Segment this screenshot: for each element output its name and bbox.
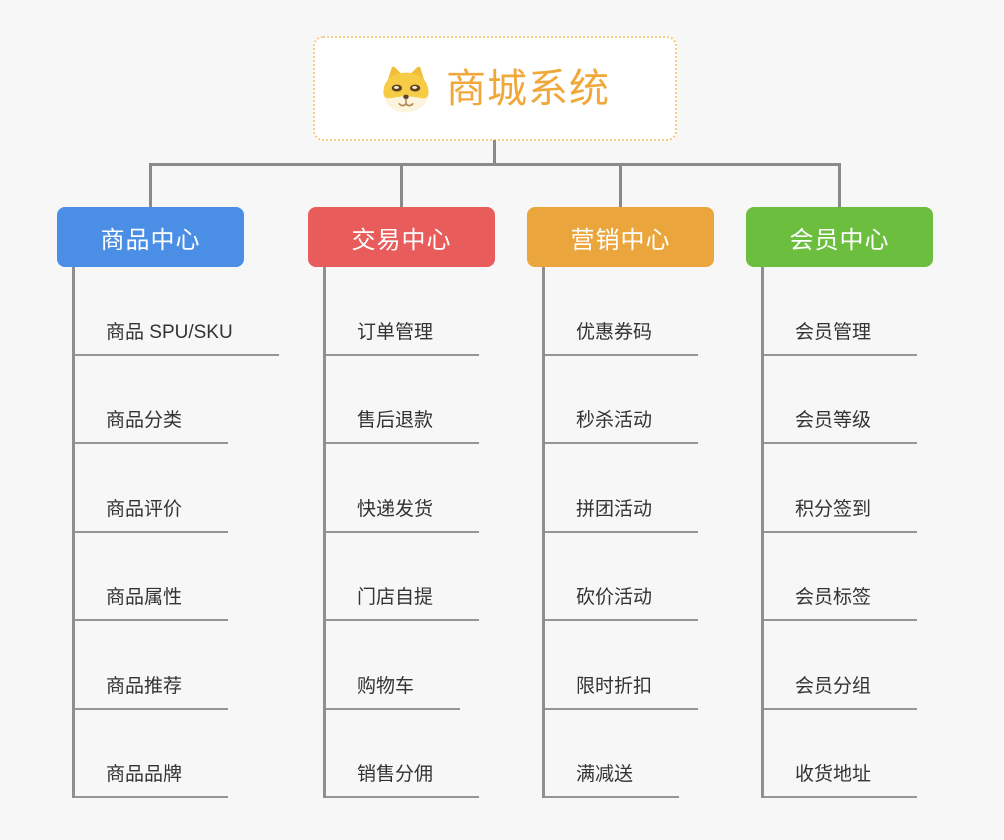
leaf-node[interactable]: 满减送: [545, 764, 680, 798]
branch-trade-center: 交易中心 订单管理 售后退款 快递发货 门店自提 购物车 销售分佣: [308, 207, 495, 798]
leaf-row: 销售分佣: [326, 710, 480, 798]
branch-children: 会员管理 会员等级 积分签到 会员标签 会员分组 收货地址: [761, 267, 918, 798]
leaf-node[interactable]: 商品评价: [75, 499, 229, 533]
leaf-node[interactable]: 积分签到: [764, 499, 918, 533]
leaf-node[interactable]: 优惠券码: [545, 322, 699, 356]
leaf-row: 拼团活动: [545, 444, 699, 533]
branch-product-center: 商品中心 商品 SPU/SKU 商品分类 商品评价 商品属性 商品推荐 商品品牌: [57, 207, 279, 798]
leaf-node[interactable]: 商品 SPU/SKU: [75, 322, 279, 356]
root-node[interactable]: 商城系统: [313, 36, 677, 141]
branch-children: 优惠券码 秒杀活动 拼团活动 砍价活动 限时折扣 满减送: [542, 267, 699, 798]
connector-root-stub: [493, 140, 496, 164]
leaf-row: 商品分类: [75, 356, 279, 444]
leaf-row: 优惠券码: [545, 267, 699, 356]
leaf-node[interactable]: 会员等级: [764, 410, 918, 444]
leaf-node[interactable]: 商品品牌: [75, 764, 229, 798]
leaf-row: 商品品牌: [75, 710, 279, 798]
leaf-row: 快递发货: [326, 444, 480, 533]
leaf-row: 秒杀活动: [545, 356, 699, 444]
leaf-row: 商品属性: [75, 533, 279, 621]
leaf-node[interactable]: 秒杀活动: [545, 410, 699, 444]
connector-drop-4: [838, 165, 841, 207]
connector-drop-1: [149, 165, 152, 207]
leaf-row: 售后退款: [326, 356, 480, 444]
leaf-node[interactable]: 快递发货: [326, 499, 480, 533]
leaf-row: 会员管理: [764, 267, 918, 356]
branch-marketing-center: 营销中心 优惠券码 秒杀活动 拼团活动 砍价活动 限时折扣 满减送: [527, 207, 714, 798]
branch-children: 订单管理 售后退款 快递发货 门店自提 购物车 销售分佣: [323, 267, 480, 798]
branch-node[interactable]: 商品中心: [57, 207, 244, 267]
leaf-row: 满减送: [545, 710, 698, 798]
leaf-node[interactable]: 会员标签: [764, 587, 918, 621]
branch-member-center: 会员中心 会员管理 会员等级 积分签到 会员标签 会员分组 收货地址: [746, 207, 933, 798]
leaf-row: 收货地址: [764, 710, 918, 798]
branch-node[interactable]: 会员中心: [746, 207, 933, 267]
leaf-node[interactable]: 收货地址: [764, 764, 918, 798]
leaf-row: 积分签到: [764, 444, 918, 533]
leaf-node[interactable]: 商品推荐: [75, 676, 229, 710]
leaf-node[interactable]: 购物车: [326, 676, 461, 710]
leaf-row: 商品 SPU/SKU: [75, 267, 279, 356]
leaf-node[interactable]: 商品属性: [75, 587, 229, 621]
leaf-row: 订单管理: [326, 267, 480, 356]
leaf-row: 商品评价: [75, 444, 279, 533]
connector-rail: [149, 163, 841, 166]
branch-children: 商品 SPU/SKU 商品分类 商品评价 商品属性 商品推荐 商品品牌: [72, 267, 279, 798]
leaf-node[interactable]: 砍价活动: [545, 587, 699, 621]
shiba-dog-icon: [383, 66, 429, 113]
branch-node[interactable]: 交易中心: [308, 207, 495, 267]
connector-drop-3: [619, 165, 622, 207]
leaf-row: 砍价活动: [545, 533, 699, 621]
leaf-node[interactable]: 拼团活动: [545, 499, 699, 533]
leaf-node[interactable]: 门店自提: [326, 587, 480, 621]
branch-node[interactable]: 营销中心: [527, 207, 714, 267]
leaf-row: 会员分组: [764, 621, 918, 710]
leaf-row: 商品推荐: [75, 621, 279, 710]
leaf-node[interactable]: 会员管理: [764, 322, 918, 356]
leaf-row: 购物车: [326, 621, 479, 710]
leaf-row: 门店自提: [326, 533, 480, 621]
leaf-row: 会员标签: [764, 533, 918, 621]
root-title: 商城系统: [446, 66, 610, 111]
leaf-node[interactable]: 限时折扣: [545, 676, 699, 710]
leaf-node[interactable]: 销售分佣: [326, 764, 480, 798]
leaf-row: 会员等级: [764, 356, 918, 444]
leaf-node[interactable]: 订单管理: [326, 322, 480, 356]
connector-drop-2: [400, 165, 403, 207]
leaf-row: 限时折扣: [545, 621, 699, 710]
leaf-node[interactable]: 会员分组: [764, 676, 918, 710]
leaf-node[interactable]: 商品分类: [75, 410, 229, 444]
leaf-node[interactable]: 售后退款: [326, 410, 480, 444]
